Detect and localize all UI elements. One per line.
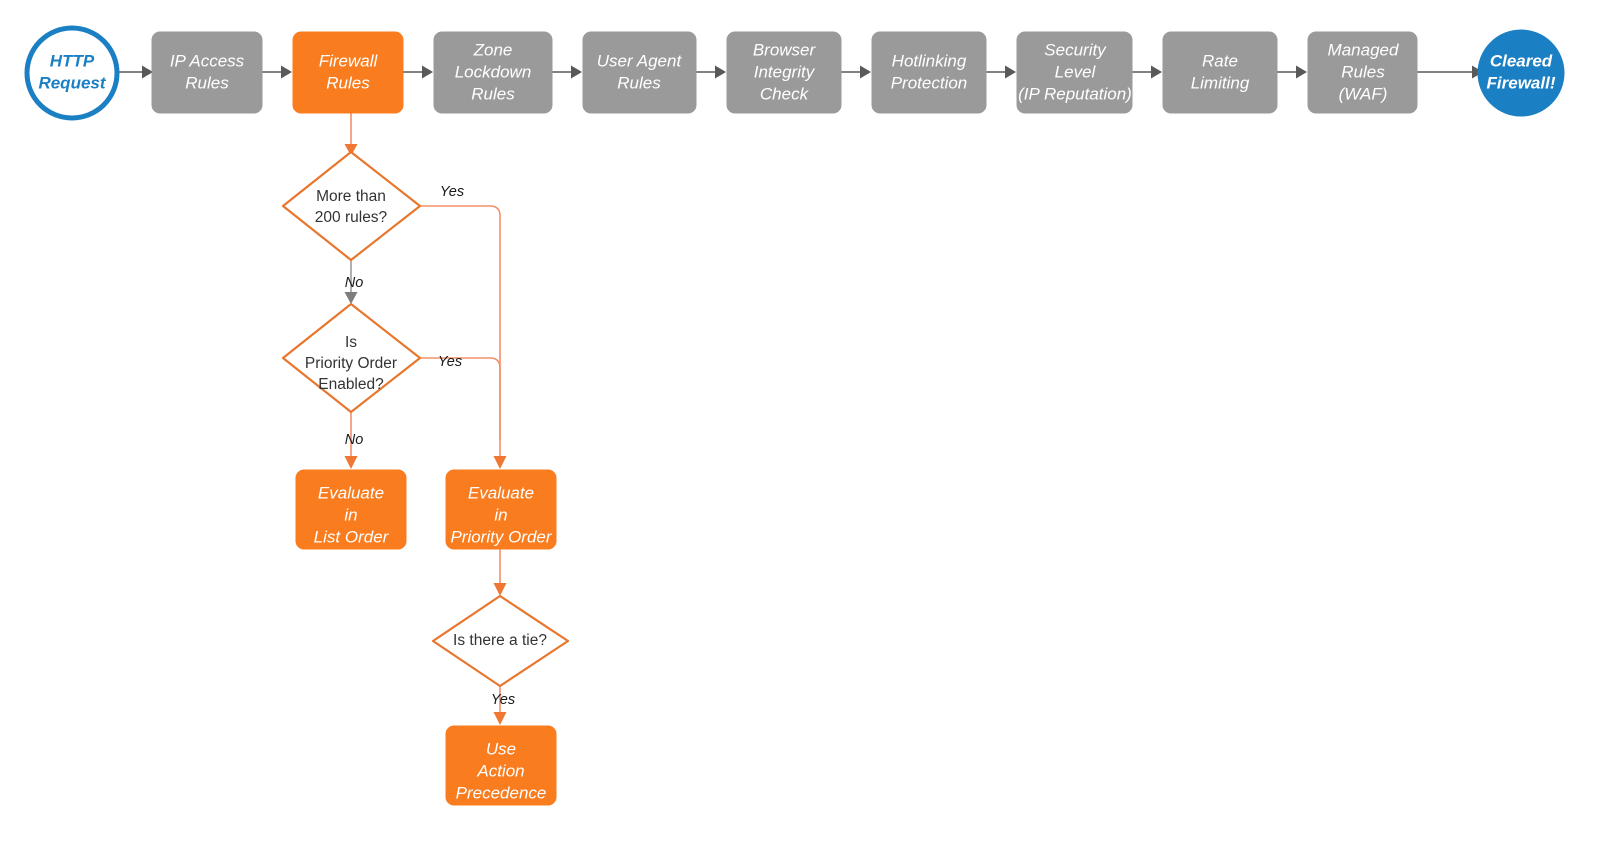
- node-browser-integrity-check[interactable]: Browser Integrity Check: [726, 31, 842, 114]
- decision-more-than-200-rules[interactable]: More than 200 rules?: [281, 150, 422, 262]
- edge-labels: Yes No Yes No Yes: [345, 184, 515, 708]
- node-user-agent-rules-line-1: User Agent: [597, 51, 683, 70]
- pipeline-connectors: [119, 65, 1483, 79]
- node-use-action-precedence-line-1: Use: [486, 739, 516, 758]
- connector-ipaccess-to-firewall: [262, 65, 292, 79]
- node-ip-access-rules-line-1: IP Access: [170, 51, 245, 70]
- decision-is-priority-order-enabled-line-3: Enabled?: [318, 376, 384, 393]
- node-hotlinking-protection[interactable]: Hotlinking Protection: [871, 31, 987, 114]
- node-cleared-firewall-line-2: Firewall!: [1487, 73, 1556, 92]
- node-user-agent-rules[interactable]: User Agent Rules: [582, 31, 697, 114]
- node-hotlinking-protection-line-1: Hotlinking: [892, 51, 967, 70]
- node-zone-lockdown-rules[interactable]: Zone Lockdown Rules: [433, 31, 553, 114]
- node-use-action-precedence-line-3: Precedence: [456, 783, 547, 802]
- decision-is-priority-order-enabled-line-1: Is: [345, 334, 357, 351]
- connector-firewall-to-zonelockdown: [403, 65, 433, 79]
- node-ip-access-rules-line-2: Rules: [185, 73, 229, 92]
- node-cleared-firewall[interactable]: Cleared Firewall!: [1477, 29, 1565, 117]
- connector-priority-to-decision3: [493, 548, 507, 596]
- edge-label-decision1-yes: Yes: [440, 184, 464, 200]
- node-cleared-firewall-line-1: Cleared: [1490, 51, 1553, 70]
- node-rate-limiting-line-1: Rate: [1202, 51, 1238, 70]
- connector-securitylevel-to-ratelimiting: [1132, 65, 1162, 79]
- node-hotlinking-protection-line-2: Protection: [891, 73, 968, 92]
- node-evaluate-in-list-order-line-2: in: [344, 505, 357, 524]
- node-evaluate-in-list-order-line-3: List Order: [314, 527, 390, 546]
- connector-browserintegrity-to-hotlinking: [841, 65, 871, 79]
- node-firewall-rules-line-1: Firewall: [319, 51, 379, 70]
- node-managed-rules-waf[interactable]: Managed Rules (WAF): [1307, 31, 1418, 114]
- node-firewall-rules[interactable]: Firewall Rules: [292, 31, 404, 114]
- decision-is-priority-order-enabled[interactable]: Is Priority Order Enabled?: [281, 302, 422, 414]
- decision-is-there-a-tie[interactable]: Is there a tie?: [431, 594, 570, 688]
- connector-http-to-ipaccess: [119, 65, 153, 79]
- node-managed-rules-waf-line-2: Rules: [1341, 62, 1385, 81]
- node-use-action-precedence[interactable]: Use Action Precedence: [445, 725, 557, 806]
- edge-label-decision3-yes: Yes: [491, 692, 515, 708]
- node-http-request-line-1: HTTP: [50, 51, 95, 70]
- decision-is-there-a-tie-line-1: Is there a tie?: [453, 632, 547, 649]
- node-managed-rules-waf-line-3: (WAF): [1339, 84, 1388, 103]
- decision-more-than-200-rules-line-2: 200 rules?: [315, 209, 388, 226]
- node-rate-limiting-line-2: Limiting: [1191, 73, 1250, 92]
- node-zone-lockdown-rules-line-3: Rules: [471, 84, 515, 103]
- node-security-level[interactable]: Security Level (IP Reputation): [1016, 31, 1133, 114]
- edge-label-decision1-no: No: [345, 275, 364, 291]
- connector-firewall-to-decision1: [344, 113, 358, 156]
- node-security-level-line-2: Level: [1055, 62, 1097, 81]
- node-evaluate-in-priority-order-line-3: Priority Order: [450, 527, 552, 546]
- connector-useragent-to-browserintegrity: [696, 65, 726, 79]
- node-browser-integrity-check-line-3: Check: [760, 84, 810, 103]
- node-security-level-line-1: Security: [1044, 40, 1107, 59]
- node-firewall-rules-line-2: Rules: [326, 73, 370, 92]
- node-zone-lockdown-rules-line-1: Zone: [473, 40, 513, 59]
- connector-managedrules-to-cleared: [1417, 65, 1483, 79]
- connector-zonelockdown-to-useragent: [552, 65, 582, 79]
- node-use-action-precedence-line-2: Action: [476, 761, 524, 780]
- node-http-request-line-2: Request: [38, 73, 106, 92]
- node-evaluate-in-priority-order[interactable]: Evaluate in Priority Order: [445, 469, 557, 550]
- connector-decision1-yes-to-priority: [420, 205, 507, 469]
- node-managed-rules-waf-line-1: Managed: [1328, 40, 1399, 59]
- node-evaluate-in-priority-order-line-1: Evaluate: [468, 483, 534, 502]
- edge-label-decision2-no: No: [345, 432, 364, 448]
- node-evaluate-in-list-order[interactable]: Evaluate in List Order: [295, 469, 407, 550]
- node-ip-access-rules[interactable]: IP Access Rules: [151, 31, 263, 114]
- connector-decision2-yes-to-priority: [420, 357, 501, 440]
- node-browser-integrity-check-line-1: Browser: [753, 40, 817, 59]
- node-rate-limiting[interactable]: Rate Limiting: [1162, 31, 1278, 114]
- connector-decision2-no-to-listorder: [344, 412, 358, 469]
- edge-label-decision2-yes: Yes: [438, 354, 462, 370]
- node-zone-lockdown-rules-line-2: Lockdown: [455, 62, 532, 81]
- branch-connectors: [344, 113, 507, 725]
- decision-more-than-200-rules-line-1: More than: [316, 188, 386, 205]
- connector-decision1-no-to-decision2: [344, 260, 358, 304]
- node-user-agent-rules-line-2: Rules: [617, 73, 661, 92]
- node-security-level-line-3: (IP Reputation): [1018, 84, 1132, 103]
- node-browser-integrity-check-line-2: Integrity: [754, 62, 816, 81]
- node-evaluate-in-list-order-line-1: Evaluate: [318, 483, 384, 502]
- node-http-request[interactable]: HTTP Request: [24, 25, 120, 121]
- connector-hotlinking-to-securitylevel: [986, 65, 1016, 79]
- connector-ratelimiting-to-managedrules: [1277, 65, 1307, 79]
- node-evaluate-in-priority-order-line-2: in: [494, 505, 507, 524]
- decision-is-priority-order-enabled-line-2: Priority Order: [305, 355, 397, 372]
